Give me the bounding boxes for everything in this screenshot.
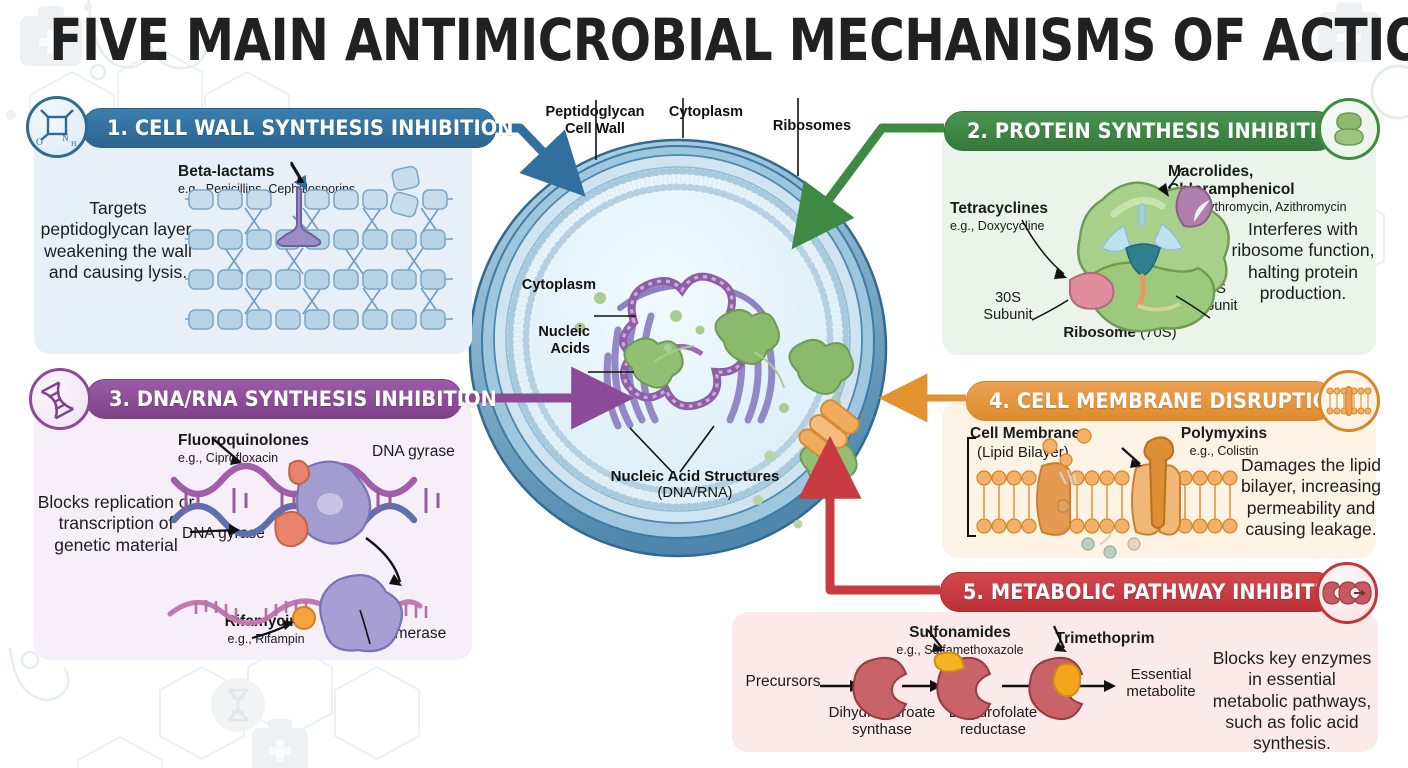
panel-5-header[interactable]: 5. METABOLIC PATHWAY INHIBITION	[940, 572, 1355, 612]
panel-3-dna-gyrase-label-bottom: DNA gyrase	[182, 525, 265, 542]
panel-3-fluoroquinolones-label: Fluoroquinolones e.g., Ciprofloxacin	[178, 432, 309, 465]
label-ribosomes: Ribosomes	[772, 118, 852, 134]
svg-text:O: O	[36, 138, 43, 148]
label-nucleic-acids: Nucleic Acids	[538, 324, 590, 357]
lipid-bilayer-icon	[1318, 370, 1380, 432]
metabolic-pathway-diagram	[820, 625, 1116, 720]
macrolide-binding-site	[1175, 185, 1214, 228]
panel-2-tetracyclines-label: Tetracyclines e.g., Doxycycline	[950, 200, 1048, 233]
panel-1-description: Targets peptidoglycan layer, weakening t…	[40, 198, 196, 283]
membrane-disruption-diagram	[967, 428, 1238, 559]
tetracycline-binding-site	[1069, 272, 1115, 310]
panel-3-header[interactable]: 3. DNA/RNA SYNTHESIS INHIBITION	[86, 379, 497, 419]
ribosome-diagram	[1021, 167, 1230, 333]
dna-helix-icon	[29, 368, 91, 430]
label-peptidoglycan-cell-wall: Peptidoglycan Cell Wall	[545, 104, 645, 137]
panel-2-30s-label: 30S Subunit	[983, 290, 1033, 324]
ribosome-icon	[1318, 98, 1380, 160]
polymyxin-molecule	[1143, 436, 1175, 529]
panel-2-title: 2. PROTEIN SYNTHESIS INHIBITION	[967, 118, 1350, 144]
dihydrofolate-reductase	[936, 656, 992, 720]
beta-lactam-ring-icon: O N H	[26, 96, 88, 158]
panel-2-header[interactable]: 2. PROTEIN SYNTHESIS INHIBITION	[944, 111, 1350, 151]
svg-text:N: N	[62, 133, 69, 143]
enzyme-pathway-icon	[1316, 562, 1378, 624]
dihydropteroate-synthase	[852, 656, 908, 720]
bracket	[967, 437, 976, 537]
dna-gyrase-diagram	[167, 437, 440, 653]
trimethoprim-molecule	[1052, 662, 1082, 698]
panel-4-polymyxins-label: Polymyxins e.g., Colistin	[1180, 425, 1268, 458]
decorative-dot	[6, 110, 16, 120]
panel-3-description: Blocks replication or transcription of g…	[37, 492, 195, 555]
panel-5-precursors-label: Precursors	[745, 673, 821, 690]
peptidoglycan-diagram	[185, 161, 453, 330]
page-title: FIVE MAIN ANTIMICROBIAL MECHANISMS OF AC…	[49, 6, 1408, 74]
panel-3-title: 3. DNA/RNA SYNTHESIS INHIBITION	[109, 386, 497, 412]
panel-1-header[interactable]: 1. CELL WALL SYNTHESIS INHIBITION	[82, 108, 513, 148]
rifamycin-molecule	[292, 606, 316, 630]
panel-5-description: Blocks key enzymes in essential metaboli…	[1212, 648, 1372, 754]
panel-5-essential-metabolite-label: Essential metabolite	[1126, 666, 1196, 701]
label-nucleic-acid-structures: Nucleic Acid Structures (DNA/RNA)	[610, 468, 780, 502]
panel-4-description: Damages the lipid bilayer, increasing pe…	[1240, 455, 1382, 540]
integral-protein	[1036, 462, 1071, 536]
panel-5-title: 5. METABOLIC PATHWAY INHIBITION	[963, 579, 1355, 605]
panel-1-title: 1. CELL WALL SYNTHESIS INHIBITION	[107, 115, 514, 141]
dna-watermark-icon	[211, 678, 265, 732]
panel-4-title: 4. CELL MEMBRANE DISRUPTION	[989, 388, 1346, 414]
label-cytoplasm-inner: Cytoplasm	[521, 277, 596, 293]
beta-lactam-molecule	[276, 185, 322, 247]
sulfonamide-molecule	[933, 651, 966, 673]
trna-molecules	[1100, 203, 1184, 312]
panel-5-trimethoprim-label: Trimethoprim	[1055, 630, 1155, 647]
label-cytoplasm-top: Cytoplasm	[668, 104, 744, 120]
svg-text:H: H	[71, 139, 77, 148]
panel-4-header[interactable]: 4. CELL MEMBRANE DISRUPTION	[966, 381, 1345, 421]
medical-bag-icon-3	[252, 719, 308, 768]
panel-3-dna-gyrase-label-top: DNA gyrase	[372, 443, 455, 460]
